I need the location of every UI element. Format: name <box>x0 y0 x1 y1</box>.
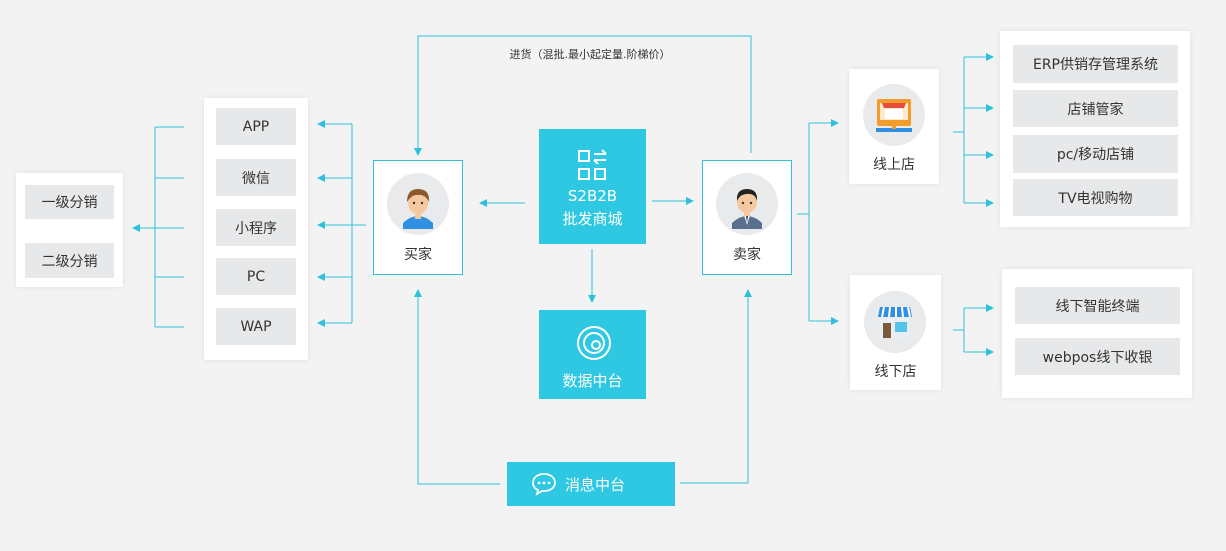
offline-items-panel: 线下智能终端 webpos线下收银 <box>1002 269 1192 398</box>
channel-wechat: 微信 <box>216 159 296 196</box>
purchase-connector <box>414 35 752 156</box>
offline-item-webpos: webpos线下收银 <box>1015 338 1180 375</box>
online-item-tv-shopping: TV电视购物 <box>1013 179 1178 216</box>
channels-panel: APP 微信 小程序 PC WAP <box>204 98 308 360</box>
offline-store-label: 线下店 <box>874 364 917 380</box>
online-store-avatar <box>863 84 925 146</box>
level1-distribution: 一级分销 <box>25 185 114 219</box>
message-to-buyer-connector <box>414 289 500 485</box>
distribution-panel: 一级分销 二级分销 <box>16 173 123 287</box>
online-items-panel: ERP供销存管理系统 店铺管家 pc/移动店铺 TV电视购物 <box>1000 31 1190 227</box>
exchange-icon <box>578 149 607 180</box>
seller-node: 卖家 <box>702 160 792 275</box>
seller-label: 卖家 <box>733 247 761 263</box>
data-center-icon <box>577 326 611 360</box>
online-store-label: 线上店 <box>873 157 915 173</box>
channel-mini-program: 小程序 <box>216 209 296 246</box>
channel-wap: WAP <box>216 308 296 345</box>
offline-store-node: 线下店 <box>850 275 941 390</box>
monitor-shop-icon <box>876 99 912 132</box>
buyer-avatar <box>387 173 449 235</box>
buyer-label: 买家 <box>404 247 432 263</box>
online-store-node: 线上店 <box>849 69 939 184</box>
message-platform-label: 消息中台 <box>565 476 626 494</box>
s2b2b-title: S2B2B <box>567 187 618 205</box>
buyer-icon <box>403 189 433 229</box>
offline-store-avatar <box>864 291 926 353</box>
online-item-erp: ERP供销存管理系统 <box>1013 45 1178 83</box>
chat-bubble-icon <box>532 473 556 496</box>
channel-app: APP <box>216 108 296 145</box>
data-platform-node: 数据中台 <box>539 310 646 399</box>
message-platform-node: 消息中台 <box>507 462 675 506</box>
s2b2b-subtitle: 批发商城 <box>562 210 623 228</box>
data-platform-label: 数据中台 <box>562 372 623 390</box>
storefront-icon <box>878 306 912 338</box>
channel-pc: PC <box>216 258 296 295</box>
message-to-seller-connector <box>680 289 752 484</box>
s2b2b-mall-node: S2B2B 批发商城 <box>539 129 646 244</box>
level2-distribution: 二级分销 <box>25 243 114 278</box>
purchase-label: 进货（混批.最小起定量.阶梯价） <box>509 48 671 61</box>
online-item-mobile-shop: pc/移动店铺 <box>1013 135 1178 173</box>
offline-item-smart-terminal: 线下智能终端 <box>1015 287 1180 324</box>
online-item-shop-manager: 店铺管家 <box>1013 90 1178 127</box>
seller-icon <box>732 189 762 229</box>
buyer-node: 买家 <box>373 160 463 275</box>
seller-avatar <box>716 173 778 235</box>
